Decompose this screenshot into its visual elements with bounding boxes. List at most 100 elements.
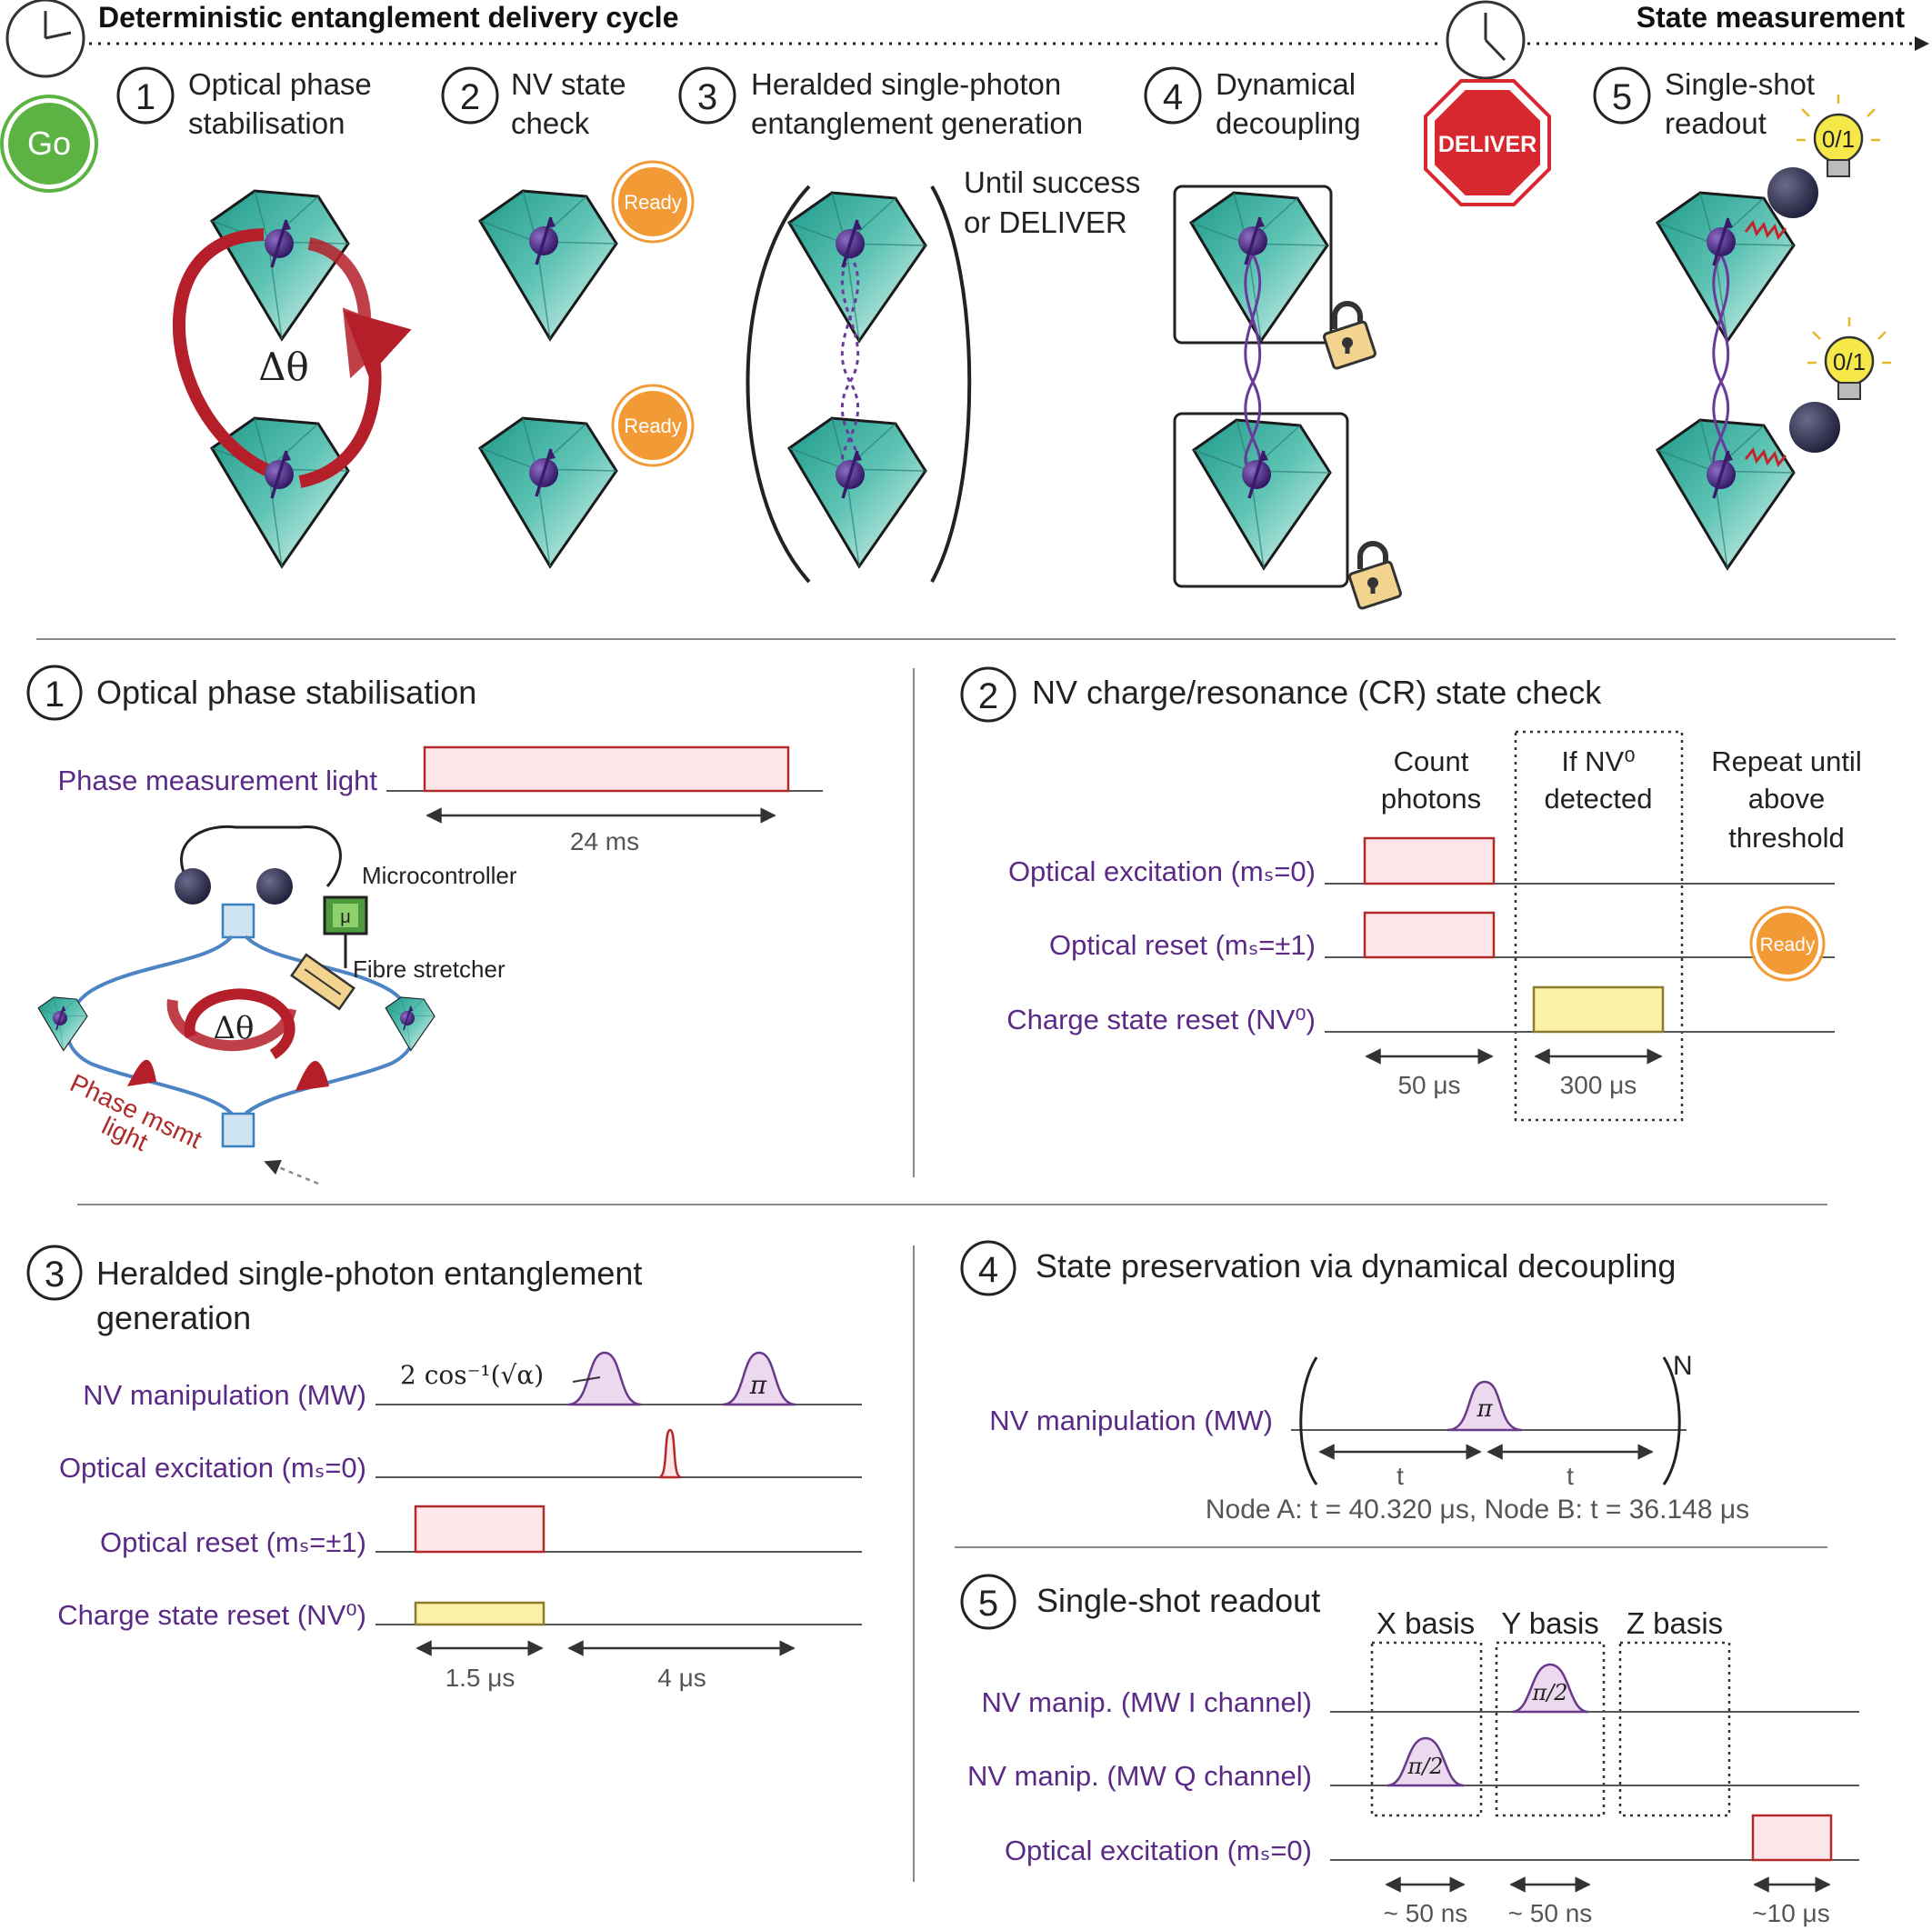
lightbulb-icon: 0/1 <box>1807 317 1891 400</box>
pulse-label: π/2 <box>1406 1754 1443 1779</box>
step-1: 1 Optical phase stabilisation <box>116 66 372 140</box>
excitation-pulse <box>658 1428 682 1479</box>
duration-label: ~ 50 ns <box>1384 1899 1468 1927</box>
deliver-label: DELIVER <box>1438 132 1537 157</box>
excitation-pulse <box>1751 1814 1833 1862</box>
ready-label: Ready <box>624 415 682 437</box>
step-label: decoupling <box>1216 106 1361 140</box>
channel-label: NV manip. (MW I channel) <box>982 1686 1313 1718</box>
until-success-label: Until success <box>964 165 1140 199</box>
step-label: NV state <box>511 67 626 101</box>
pulse-label: 2 cos⁻¹(√α) <box>400 1360 544 1390</box>
step-2: 2 NV state check <box>441 66 626 140</box>
step-label: Optical phase <box>188 67 372 101</box>
fibre-stretcher-label: Fibre stretcher <box>353 955 506 983</box>
basis-label: Z basis <box>1627 1606 1723 1640</box>
basis-label: X basis <box>1376 1606 1475 1640</box>
pulse-label: π <box>1476 1395 1493 1423</box>
step-label: readout <box>1665 106 1767 140</box>
step-number: 1 <box>135 77 155 117</box>
ready-badge: Ready <box>1749 905 1826 982</box>
step-3: 3 Heralded single-photon entanglement ge… <box>678 66 1083 140</box>
go-label: Go <box>27 125 71 162</box>
channel-label: Optical excitation (mₛ=0) <box>59 1452 366 1484</box>
panel-title: Single-shot readout <box>1036 1582 1320 1619</box>
bracket-right <box>930 185 972 583</box>
panel-title: State preservation via dynamical decoupl… <box>1036 1247 1676 1285</box>
arrowhead-icon <box>1915 36 1929 51</box>
column-header: Repeat until <box>1711 745 1861 777</box>
column-header: detected <box>1545 783 1653 815</box>
panel-number: 4 <box>978 1250 998 1290</box>
basis-label: Y basis <box>1501 1606 1599 1640</box>
step-label: Dynamical <box>1216 67 1356 101</box>
column-header: photons <box>1381 783 1481 815</box>
pi-half-pulse <box>1511 1663 1589 1714</box>
step-4: 4 Dynamical decoupling <box>1144 66 1361 140</box>
duration-label: 4 μs <box>657 1664 706 1692</box>
panel-title: Heralded single-photon entanglement <box>96 1255 642 1292</box>
duration-label: ~10 μs <box>1752 1899 1829 1927</box>
header-left-title: Deterministic entanglement delivery cycl… <box>98 1 678 34</box>
step-number: 2 <box>460 77 480 117</box>
channel-label: NV manipulation (MW) <box>989 1405 1273 1436</box>
panel-title: generation <box>96 1299 251 1336</box>
beamsplitter <box>221 903 255 939</box>
reset-pulse <box>1363 911 1496 959</box>
y-basis-box <box>1495 1641 1606 1817</box>
mw-pulse <box>722 1351 796 1406</box>
repeat-label: N <box>1673 1351 1693 1381</box>
header: Deterministic entanglement delivery cycl… <box>0 0 1929 609</box>
panel-number: 2 <box>978 676 998 716</box>
z-basis-box <box>1618 1641 1731 1817</box>
step-label: check <box>511 106 590 140</box>
channel-label: Optical reset (mₛ=±1) <box>1049 929 1316 961</box>
step-label: Single-shot <box>1665 67 1815 101</box>
ready-label: Ready <box>1760 935 1816 955</box>
column-header: threshold <box>1728 822 1845 854</box>
column-header: If NV⁰ <box>1561 745 1635 777</box>
column-header: above <box>1748 783 1825 815</box>
panel-title: Optical phase stabilisation <box>96 674 476 711</box>
phase-light-pulse <box>423 745 790 793</box>
step-label: stabilisation <box>188 106 345 140</box>
panel-3: 3 Heralded single-photon entanglement ge… <box>26 1245 862 1692</box>
duration-label: ~ 50 ns <box>1508 1899 1593 1927</box>
panel-5: 5 Single-shot readout X basis Y basis Z … <box>960 1574 1859 1927</box>
node-times: Node A: t = 40.320 μs, Node B: t = 36.14… <box>1206 1495 1749 1525</box>
go-badge: Go <box>0 95 98 193</box>
microcontroller-label: Microcontroller <box>362 862 517 889</box>
channel-label: Phase measurement light <box>57 765 377 796</box>
ready-label: Ready <box>624 191 682 214</box>
step5-illustration: 0/1 0/1 <box>1656 95 1891 570</box>
lightbulb-icon: 0/1 <box>1797 95 1880 177</box>
duration-label: 24 ms <box>570 827 639 855</box>
interferometer-schematic: Δθ μ Microcontroller Fibre stretcher Pha… <box>37 825 517 1185</box>
charge-reset-pulse <box>414 1601 546 1626</box>
mu-label: μ <box>340 907 351 927</box>
column-header: Count <box>1394 745 1469 777</box>
bracket-right <box>1662 1356 1681 1485</box>
pi-pulse <box>1446 1380 1523 1432</box>
panel-number: 5 <box>978 1584 998 1624</box>
bracket-left <box>1299 1356 1318 1485</box>
pi-half-pulse <box>1386 1736 1465 1787</box>
detector-icon <box>1789 402 1840 453</box>
mw-pulse <box>567 1351 642 1406</box>
deliver-stop-sign: DELIVER <box>1424 79 1551 206</box>
x-basis-box <box>1370 1641 1483 1817</box>
delta-theta-label: Δθ <box>213 1010 254 1046</box>
step-number: 4 <box>1163 77 1183 117</box>
t-label: t <box>1567 1462 1574 1490</box>
clock-icon <box>5 0 85 78</box>
pulse-shape <box>127 1059 156 1086</box>
step-label: entanglement generation <box>751 106 1083 140</box>
step-label: Heralded single-photon <box>751 67 1061 101</box>
fibre-stretcher-icon <box>290 953 355 1011</box>
panel-number: 3 <box>45 1255 65 1295</box>
panel-1: 1 Optical phase stabilisation Phase meas… <box>26 665 823 1185</box>
channel-label: Charge state reset (NV⁰) <box>57 1599 366 1631</box>
channel-label: Optical reset (mₛ=±1) <box>100 1526 366 1558</box>
channel-label: Optical excitation (mₛ=0) <box>1005 1835 1312 1866</box>
